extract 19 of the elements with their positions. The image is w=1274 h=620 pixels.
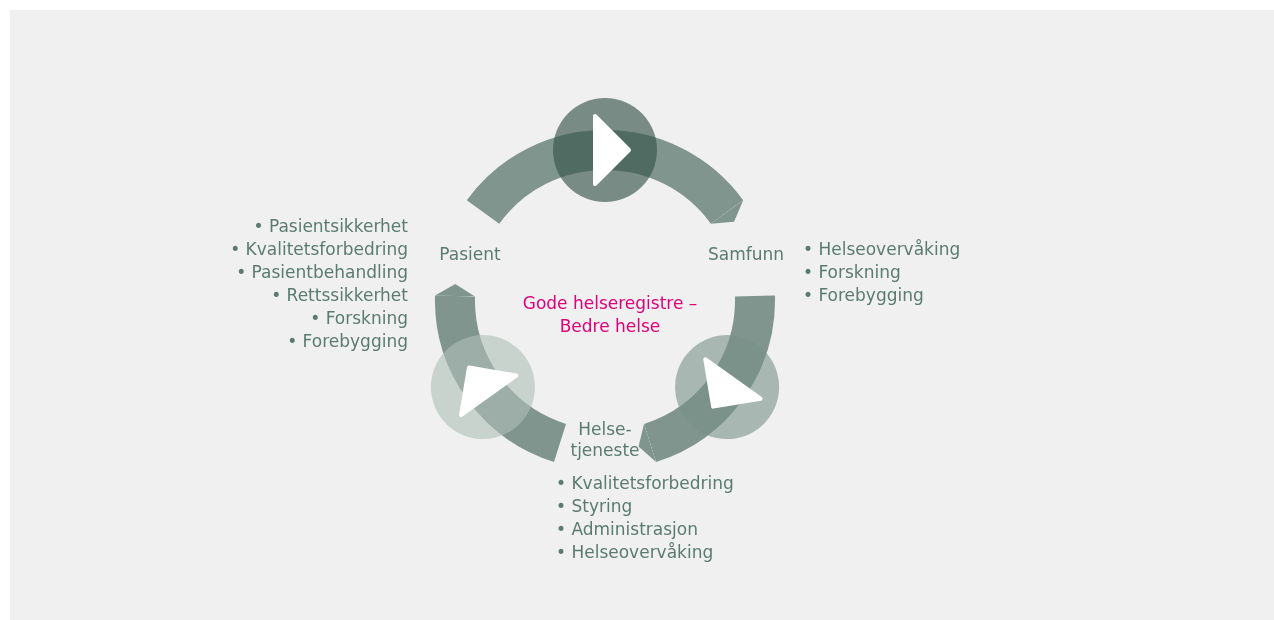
list-item: • Kvalitetsforbedring bbox=[556, 473, 734, 493]
cycle-arrow bbox=[431, 284, 568, 462]
center-title: Gode helseregistre – Bedre helse bbox=[521, 292, 699, 338]
list-item: • Forebygging bbox=[287, 331, 408, 351]
list-item: • Rettssikkerhet bbox=[271, 285, 408, 305]
list-item: • Styring bbox=[556, 496, 633, 516]
list-item: • Forebygging bbox=[803, 285, 924, 305]
list-item: • Helseovervåking bbox=[803, 239, 961, 259]
cycle-arrow bbox=[638, 295, 780, 462]
list-item: • Pasientbehandling bbox=[236, 262, 408, 282]
list-item: • Helseovervåking bbox=[556, 542, 714, 562]
list-item: • Forskning bbox=[310, 308, 408, 328]
stage-label: Samfunn bbox=[707, 243, 785, 265]
list-item: • Kvalitetsforbedring bbox=[230, 239, 408, 259]
list-item: • Administrasjon bbox=[556, 519, 699, 539]
list-item: • Forskning bbox=[803, 262, 901, 282]
stage-label: Pasient bbox=[439, 243, 501, 265]
stage-label: Helse- tjeneste bbox=[569, 419, 641, 461]
list-item: • Pasientsikkerhet bbox=[253, 216, 408, 236]
